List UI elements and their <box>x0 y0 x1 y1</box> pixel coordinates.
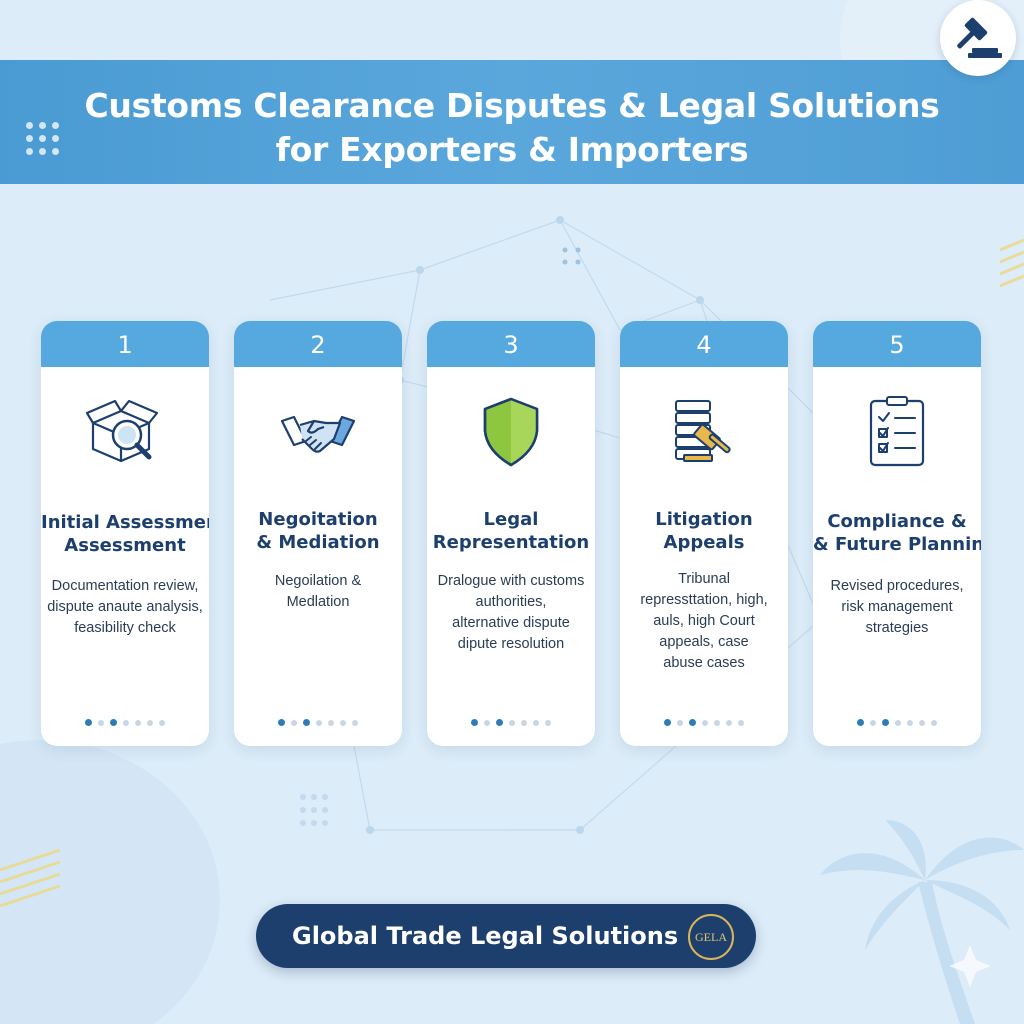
seal-logo: GELA <box>688 914 734 960</box>
checklist-clipboard-icon <box>869 396 925 467</box>
pagination-dot <box>147 720 153 726</box>
pagination-dot <box>98 720 104 726</box>
pagination-dot <box>738 720 744 726</box>
pagination-dot <box>340 720 346 726</box>
step-description: Documentation review, dispute anaute ana… <box>47 578 203 636</box>
pagination-dot <box>496 719 503 726</box>
pagination-dot <box>882 719 889 726</box>
step-number: 5 <box>813 321 981 367</box>
pagination-dots <box>813 719 981 726</box>
pagination-dot <box>291 720 297 726</box>
pagination-dot <box>471 719 478 726</box>
pagination-dot <box>303 719 310 726</box>
step-number: 1 <box>41 321 209 367</box>
pagination-dot <box>545 720 551 726</box>
pagination-dot <box>857 719 864 726</box>
step-title: Initial Assessment Assessment <box>41 512 209 556</box>
pagination-dot <box>702 720 708 726</box>
pagination-dot <box>907 720 913 726</box>
pagination-dot <box>533 720 539 726</box>
pagination-dots <box>234 719 402 726</box>
seal-text: GELA <box>695 930 727 944</box>
page-title: Customs Clearance Disputes & Legal Solut… <box>0 84 1024 172</box>
step-description: Negoilation & Medlation <box>274 573 362 610</box>
pagination-dot <box>714 720 720 726</box>
pagination-dot <box>895 720 901 726</box>
step-card-3: 3 Legal Representation Dralogue with cus… <box>427 321 595 746</box>
step-number: 2 <box>234 321 402 367</box>
step-card-1: 1 Initial Assessment Assessment Document… <box>41 321 209 746</box>
pagination-dot <box>726 720 732 726</box>
footer-pill: Global Trade Legal Solutions GELA <box>256 904 756 968</box>
step-description: Tribunal repressttation, high, auls, hig… <box>640 571 768 671</box>
pagination-dot <box>328 720 334 726</box>
pagination-dot <box>664 719 671 726</box>
handshake-icon <box>280 415 356 453</box>
pagination-dots <box>41 719 209 726</box>
pagination-dot <box>931 720 937 726</box>
step-card-5: 5 Compliance & & Future Planning Revised… <box>813 321 981 746</box>
pagination-dot <box>135 720 141 726</box>
step-title: Compliance & & Future Planning <box>813 511 981 555</box>
step-number: 3 <box>427 321 595 367</box>
pagination-dot <box>521 720 527 726</box>
pagination-dot <box>159 720 165 726</box>
gavel-icon <box>957 17 1002 58</box>
pagination-dot <box>123 720 129 726</box>
step-card-4: 4 Litigation Appeals Tribunal represstta… <box>620 321 788 746</box>
shield-icon <box>483 397 539 467</box>
step-title: Litigation Appeals <box>655 509 753 553</box>
pagination-dot <box>352 720 358 726</box>
pagination-dot <box>110 719 117 726</box>
step-title: Negoitation & Mediation <box>256 509 380 553</box>
footer-label: Global Trade Legal Solutions <box>292 922 679 950</box>
pagination-dot <box>85 719 92 726</box>
step-description: Dralogue with customs authorities, alter… <box>437 573 585 652</box>
step-card-2: 2 Negoitation & Mediation Negoilation & … <box>234 321 402 746</box>
pagination-dot <box>509 720 515 726</box>
pagination-dot <box>484 720 490 726</box>
pagination-dot <box>919 720 925 726</box>
page-title-line2: for Exporters & Importers <box>275 130 749 169</box>
documents-gavel-icon <box>675 400 731 462</box>
step-description: Revised procedures, risk management stra… <box>830 578 964 636</box>
pagination-dots <box>427 719 595 726</box>
pagination-dot <box>870 720 876 726</box>
step-number: 4 <box>620 321 788 367</box>
pagination-dots <box>620 719 788 726</box>
pagination-dot <box>316 720 322 726</box>
step-title: Legal Representation <box>432 509 590 553</box>
pagination-dot <box>677 720 683 726</box>
page-title-line1: Customs Clearance Disputes & Legal Solut… <box>84 86 940 125</box>
gavel-badge <box>940 0 1016 76</box>
header-band <box>0 60 1024 184</box>
pagination-dot <box>689 719 696 726</box>
box-magnifier-icon <box>85 399 159 463</box>
pagination-dot <box>278 719 285 726</box>
